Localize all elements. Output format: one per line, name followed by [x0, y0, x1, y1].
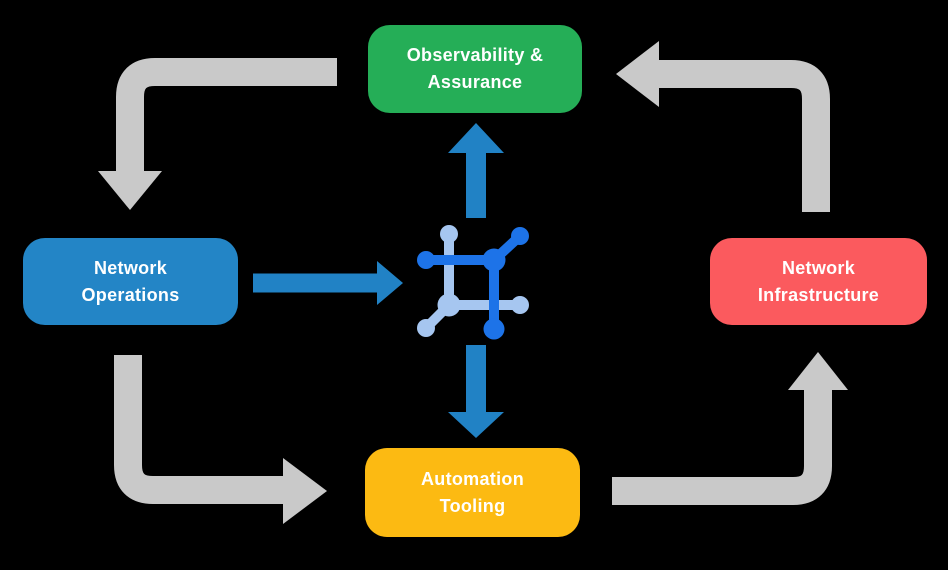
arrowhead-up-icon	[448, 123, 504, 153]
gray-arrow-observability-to-operations	[98, 58, 337, 210]
arrow-shaft	[114, 355, 283, 504]
mesh-node-bottom	[483, 318, 505, 340]
node-observability-assurance: Observability & Assurance	[368, 25, 582, 113]
arrowhead-right-icon	[283, 458, 327, 524]
mesh-node-top	[440, 225, 458, 243]
node-label-line: Tooling	[439, 495, 506, 516]
mesh-node-top-right	[511, 227, 529, 245]
mesh-hub-bottom-left-corner	[437, 293, 461, 317]
node-automation-tooling: Automation Tooling	[365, 448, 580, 537]
gray-arrow-operations-to-tooling	[114, 355, 327, 524]
node-label-line: Observability &	[406, 45, 544, 65]
node-label-line: Assurance	[427, 72, 523, 92]
node-label-line: Operations	[81, 284, 180, 305]
node-label-line: Automation	[421, 468, 524, 489]
blue-arrow-center-to-observability	[448, 123, 504, 218]
arrowhead-up-icon	[788, 352, 848, 390]
arrowhead-left-icon	[616, 41, 659, 107]
mesh-node-left	[417, 251, 435, 269]
gray-arrow-tooling-to-infrastructure	[612, 352, 848, 505]
gray-arrow-infrastructure-to-observability	[616, 41, 830, 212]
mesh-hub-top-right-corner	[482, 248, 506, 272]
arrowhead-down-icon	[448, 412, 504, 438]
node-network-infrastructure: Network Infrastructure	[710, 238, 927, 325]
arrowhead-down-icon	[98, 171, 162, 210]
mesh-node-right	[511, 296, 529, 314]
node-label-line: Infrastructure	[757, 284, 880, 305]
node-label-line: Network	[781, 257, 856, 278]
node-network-operations: Network Operations	[23, 238, 238, 325]
blue-arrow-center-to-tooling	[448, 345, 504, 438]
arrowhead-right-icon	[377, 261, 403, 305]
blue-arrow-operations-to-center	[253, 261, 403, 305]
arrow-shaft	[612, 389, 832, 505]
mesh-node-bottom-left	[417, 319, 435, 337]
arrow-shaft	[658, 60, 830, 212]
arrow-shaft	[116, 58, 337, 172]
network-mesh-icon	[417, 225, 529, 340]
node-label-line: Network	[93, 257, 168, 278]
